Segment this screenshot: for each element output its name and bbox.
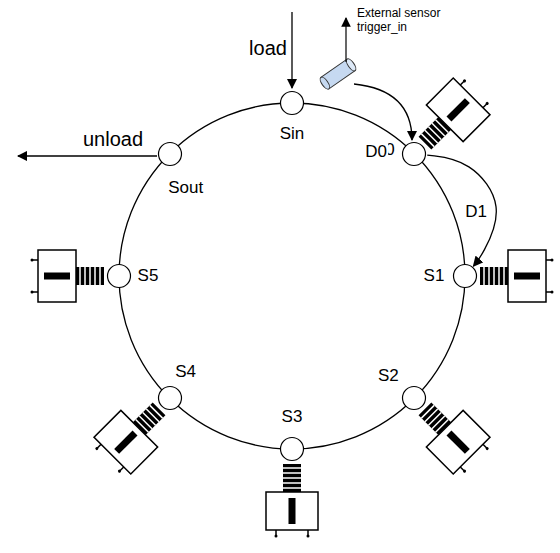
flow-label: load <box>248 37 288 60</box>
carousel-ring <box>119 103 465 449</box>
camera <box>480 250 554 302</box>
camera <box>266 464 318 538</box>
station-circle <box>402 386 426 410</box>
station-circle <box>280 91 304 115</box>
flow-label: unload <box>82 128 144 151</box>
station-label: S5 <box>137 267 160 286</box>
station-label: S2 <box>377 367 400 386</box>
station: S5 <box>107 264 131 288</box>
d0-arrow <box>354 84 412 140</box>
station-circle <box>107 264 131 288</box>
distance-label: D1 <box>464 202 488 222</box>
transfer-arrow <box>427 155 496 266</box>
station-circle <box>453 264 477 288</box>
station: S1 <box>453 264 477 288</box>
station: S2 <box>402 386 426 410</box>
station: Sout <box>158 142 182 166</box>
camera <box>31 250 105 302</box>
station-label: S4 <box>174 363 197 382</box>
signal-name: External sensor trigger_in <box>356 7 454 35</box>
station: Sin <box>280 91 304 115</box>
station: S4 <box>158 386 182 410</box>
station: S0 <box>402 142 426 166</box>
station-circle <box>158 386 182 410</box>
station-label: Sin <box>279 125 306 144</box>
unload-arrow <box>18 155 157 156</box>
distance-label: D0 <box>364 142 388 162</box>
external-sensor <box>318 57 357 90</box>
trigger-arrow <box>345 18 346 62</box>
station-circle <box>402 142 426 166</box>
station-circle <box>280 437 304 461</box>
station-label: S1 <box>423 267 446 286</box>
load-arrow <box>291 12 292 88</box>
station: S3 <box>280 437 304 461</box>
station-label: S3 <box>281 408 304 427</box>
station-label: Sout <box>167 178 204 197</box>
station-circle <box>158 142 182 166</box>
